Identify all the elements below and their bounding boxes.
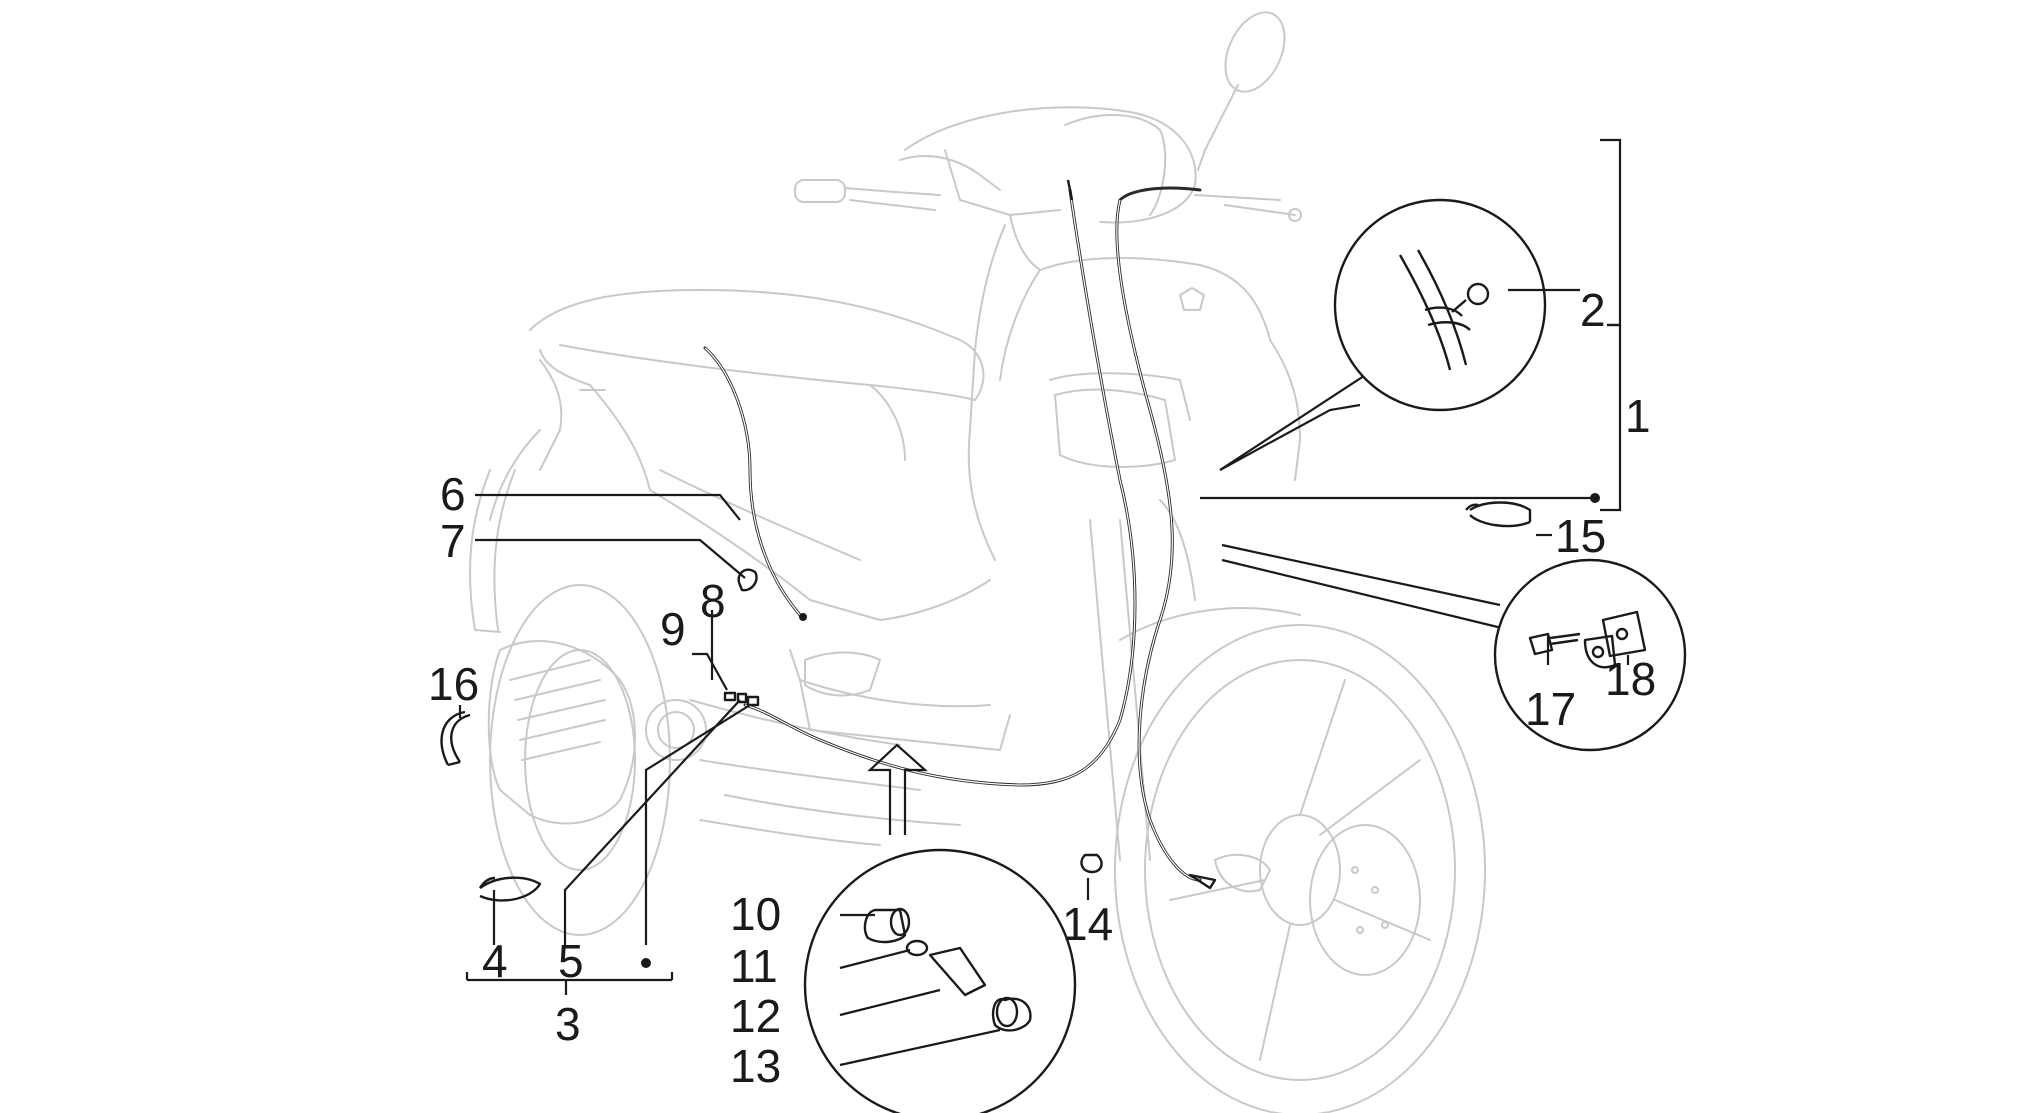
detail-circle-fastener	[1221, 543, 1687, 752]
callout-16: 16	[428, 658, 479, 710]
callout-13: 13	[730, 1040, 781, 1092]
callout-6: 6	[440, 468, 466, 520]
callout-9: 9	[660, 603, 686, 655]
callout-7: 7	[440, 515, 466, 567]
callout-labels: 1 2 3 4 5 6 7 8 9 10 11 12 13 14 15 16 1…	[428, 284, 1656, 1092]
detail-circle-adjuster	[803, 743, 1077, 1113]
callout-5: 5	[558, 935, 584, 987]
callout-2: 2	[1580, 284, 1606, 336]
callout-18: 18	[1605, 653, 1656, 705]
leader-lines	[458, 138, 1630, 1067]
scooter-outline	[469, 11, 1486, 1113]
clamps	[440, 501, 1532, 902]
callout-8: 8	[700, 575, 726, 627]
callout-11: 11	[730, 940, 778, 992]
callout-4: 4	[482, 935, 508, 987]
callout-14: 14	[1062, 898, 1113, 950]
callout-1: 1	[1625, 390, 1651, 442]
callout-15: 15	[1555, 510, 1606, 562]
cables	[703, 179, 1217, 890]
detail-circle-cable-clip	[1219, 198, 1547, 471]
callout-10: 10	[730, 888, 781, 940]
callout-3: 3	[555, 998, 581, 1050]
callout-17: 17	[1525, 683, 1576, 735]
callout-12: 12	[730, 990, 781, 1042]
